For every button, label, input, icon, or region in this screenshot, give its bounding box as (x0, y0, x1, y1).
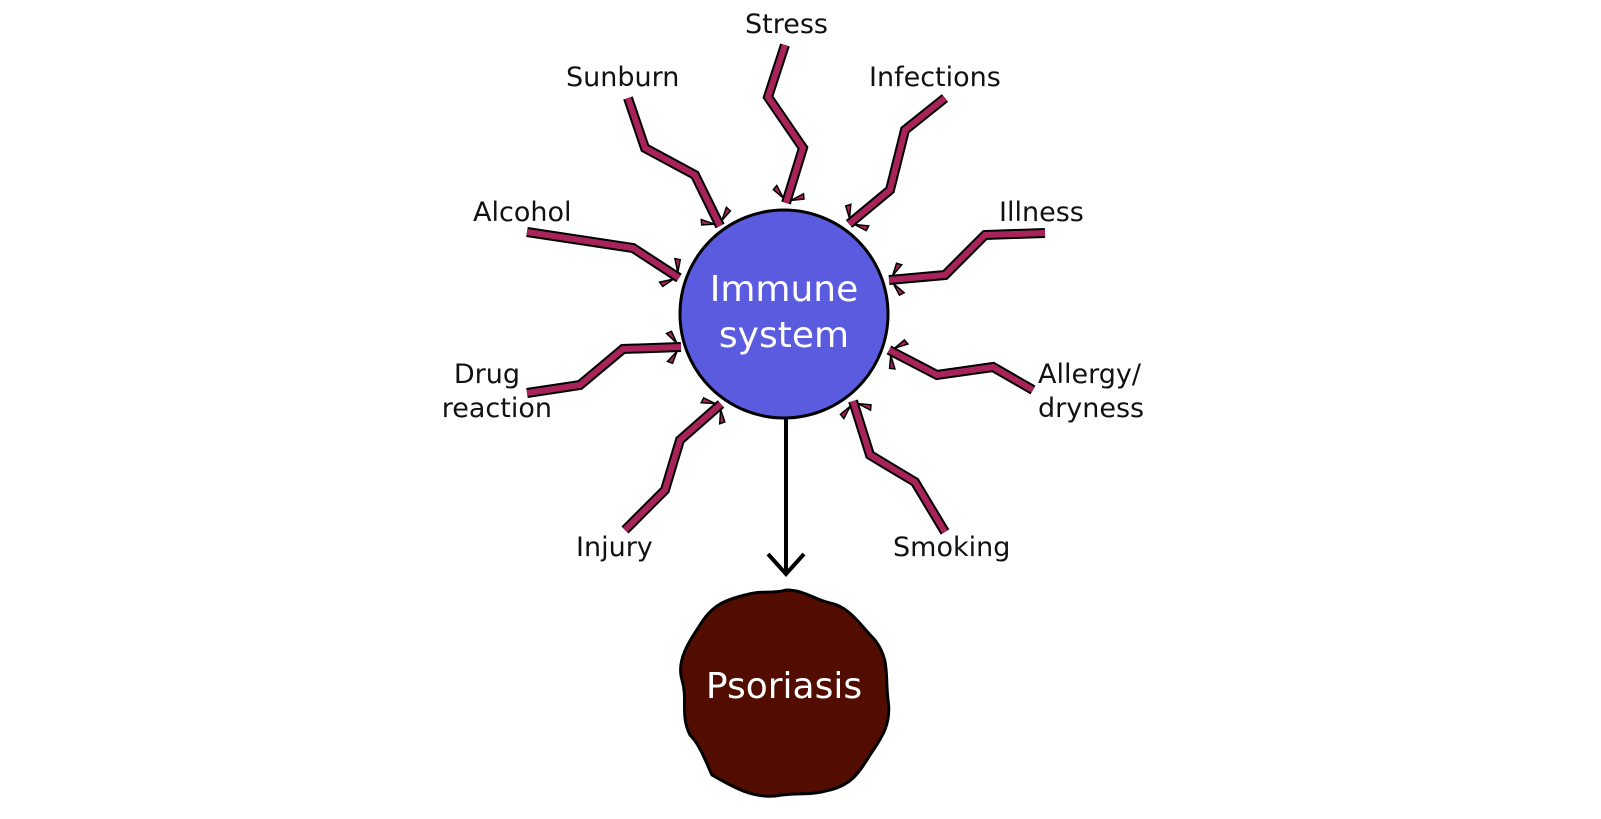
arrow-barb-icon (718, 409, 726, 425)
trigger-drug-reaction: Drug reaction (422, 358, 552, 426)
trigger-stress: Stress (745, 9, 828, 40)
psoriasis-blob (679, 588, 891, 798)
trigger-infections: Infections (869, 62, 1001, 93)
arrow-barb-icon (844, 203, 852, 219)
bolt-arrow-drug-reaction (526, 330, 682, 398)
trigger-sunburn: Sunburn (566, 62, 680, 93)
bolt-fill (850, 400, 948, 534)
bolt-fill (888, 230, 1046, 283)
bolt-fill (764, 44, 807, 204)
bolt-outline (526, 227, 682, 283)
arrow-barb-icon (892, 283, 906, 297)
bolt-arrow-injury (621, 396, 726, 534)
bolt-arrow-illness (888, 228, 1046, 297)
arrowhead-icon (766, 552, 806, 577)
bolt-arrow-stress (762, 43, 809, 205)
immune-system-label: Immune system (684, 267, 884, 359)
bolt-fill (847, 95, 947, 227)
trigger-alcohol: Alcohol (473, 197, 572, 228)
psoriasis-label: Psoriasis (705, 666, 863, 707)
bolt-fill (622, 401, 723, 533)
bolt-arrow-alcohol (526, 227, 682, 288)
allergy-label-line2: dryness (1038, 393, 1145, 424)
arrow-barb-icon (700, 396, 716, 405)
bolt-arrow-smoking (839, 399, 950, 535)
bolt-arrow-allergy-dryness (886, 338, 1036, 395)
trigger-smoking: Smoking (893, 532, 1011, 563)
arrow-barb-icon (665, 330, 678, 344)
arrow-barb-icon (854, 223, 870, 232)
arrow-barb-icon (673, 257, 682, 273)
arrow-barb-icon (888, 355, 897, 370)
bolt-arrow-infections (844, 94, 949, 232)
arrow-barb-icon (891, 262, 904, 277)
immune-label-line1: Immune (709, 269, 859, 310)
trigger-injury: Injury (576, 532, 653, 563)
bolt-fill (887, 347, 1035, 393)
bolt-fill (625, 97, 723, 228)
arrow-barb-icon (772, 184, 785, 199)
arrow-barb-icon (721, 205, 732, 222)
arrow-barb-icon (790, 192, 805, 202)
allergy-label-line1: Allergy/ (1038, 359, 1141, 390)
bolt-fill (526, 229, 681, 281)
trigger-illness: Illness (999, 197, 1084, 228)
trigger-arrows (526, 43, 1046, 535)
arrow-barb-icon (666, 350, 678, 365)
drug-label-line2: reaction (441, 393, 552, 424)
arrow-barb-icon (700, 218, 715, 226)
arrow-barb-icon (857, 402, 872, 412)
bolt-arrow-sunburn (623, 96, 732, 229)
arrow-barb-icon (893, 338, 910, 350)
immune-label-line2: system (718, 315, 850, 356)
arrow-barb-icon (839, 405, 852, 420)
immune-system-circle (678, 208, 890, 420)
drug-label-line1: Drug (453, 359, 520, 390)
trigger-allergy-dryness: Allergy/ dryness (1038, 358, 1144, 426)
bolt-fill (526, 344, 682, 396)
arrow-barb-icon (658, 278, 674, 288)
